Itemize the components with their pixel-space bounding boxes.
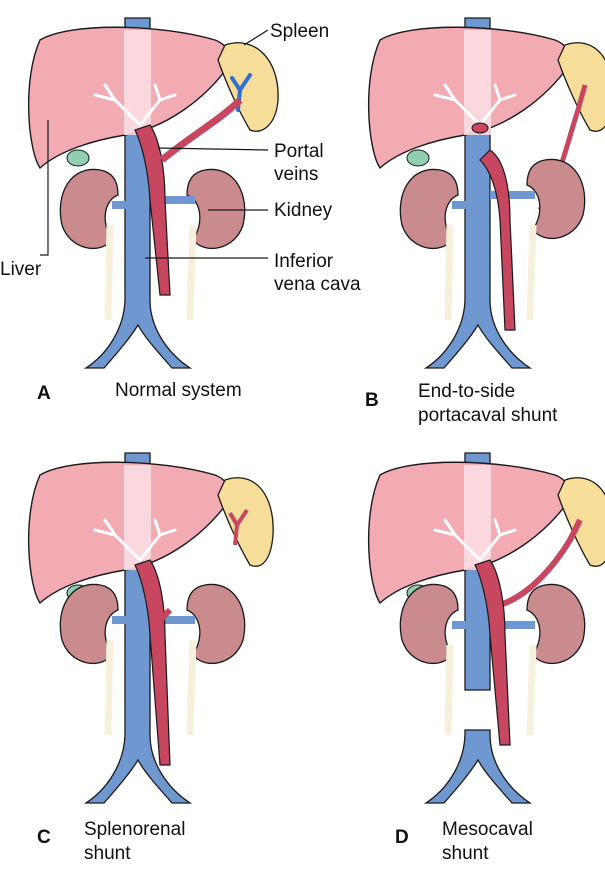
panel-d xyxy=(369,453,605,803)
label-spleen: Spleen xyxy=(270,20,329,43)
panel-b xyxy=(369,18,605,368)
label-portal-veins-line1: Portal xyxy=(274,140,324,163)
panel-a xyxy=(29,18,278,368)
spleen xyxy=(218,478,273,566)
panel-b-letter: B xyxy=(365,390,379,412)
panel-c-caption-line2: shunt xyxy=(84,842,130,866)
panel-c xyxy=(29,453,273,803)
panel-b-caption-line1: End-to-side xyxy=(418,380,515,404)
label-portal-veins-line2: veins xyxy=(274,163,318,186)
spleen xyxy=(558,43,605,131)
ureter-right xyxy=(190,225,193,320)
label-ivc-line1: Inferior xyxy=(274,250,333,273)
label-liver: Liver xyxy=(0,258,41,281)
label-kidney: Kidney xyxy=(274,199,332,222)
gallbladder xyxy=(67,150,89,166)
label-ivc-line2: vena cava xyxy=(274,273,361,296)
panel-d-caption-line2: shunt xyxy=(442,842,488,866)
panel-b-caption-line2: portacaval shunt xyxy=(418,404,557,428)
panel-a-caption: Normal system xyxy=(115,379,242,403)
gallbladder xyxy=(407,150,429,166)
panel-c-caption-line1: Splenorenal xyxy=(84,818,185,842)
panel-a-letter: A xyxy=(37,383,51,405)
ivc-lower xyxy=(426,730,530,803)
panel-d-letter: D xyxy=(395,827,409,849)
panel-d-caption-line1: Mesocaval xyxy=(442,818,533,842)
spleen xyxy=(218,43,278,131)
panel-c-letter: C xyxy=(37,827,51,849)
liver-ivc-strip xyxy=(124,30,151,135)
ureter-left xyxy=(108,225,110,320)
